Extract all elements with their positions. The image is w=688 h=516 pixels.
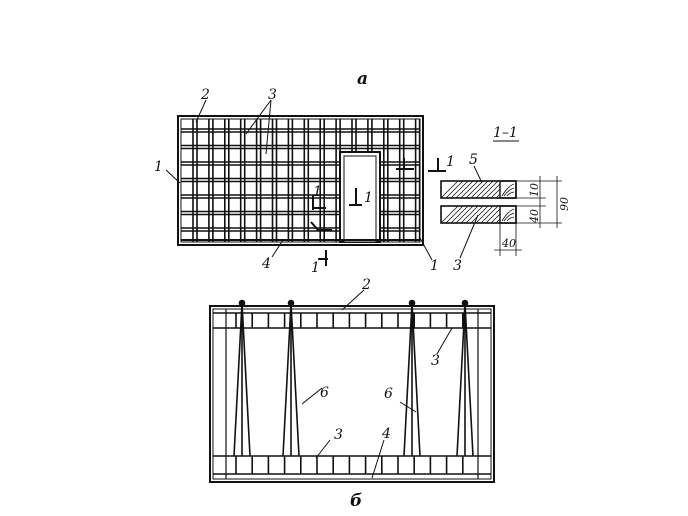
brace-strut	[241, 302, 251, 457]
hatch-line	[485, 183, 501, 199]
callout-4-b: 4	[381, 426, 391, 442]
callout-4: 4	[261, 256, 271, 272]
hatch-line	[455, 205, 474, 224]
callout-3-section: 3	[453, 258, 462, 274]
panel-b	[209, 289, 495, 483]
callout-5: 5	[469, 152, 478, 168]
hatch-line	[490, 213, 501, 224]
hatch-line	[475, 205, 494, 224]
cut-label-bottom: 1	[311, 260, 320, 276]
hatch-line	[440, 205, 459, 224]
brace-strut	[282, 302, 292, 457]
hatch-line	[465, 205, 484, 224]
hatch-line	[490, 188, 501, 199]
hatch-line	[460, 180, 479, 199]
hatch-line	[470, 205, 489, 224]
section-title: 1–1	[493, 125, 518, 141]
panel-a-caption: а	[357, 69, 368, 89]
callout-2-b: 2	[361, 277, 371, 293]
dim-40-horizontal: 40	[501, 237, 516, 250]
brace-pin	[287, 299, 295, 307]
cut-label-left: 1	[313, 184, 322, 200]
callout-3: 3	[268, 87, 277, 103]
brace-strut	[233, 302, 243, 457]
hatch-line	[440, 180, 459, 199]
brace-pin	[408, 299, 416, 307]
hatch-line	[460, 205, 479, 224]
hatch-line	[475, 180, 494, 199]
callout-6-b-right: 6	[384, 386, 393, 402]
dim-10: 10	[528, 183, 541, 197]
hatch-line	[470, 180, 489, 199]
brace-strut	[290, 302, 300, 457]
dim-40-vertical: 40	[528, 209, 541, 224]
leaders-panel-a	[165, 99, 433, 261]
hatch-line	[455, 180, 474, 199]
callout-1-bottom: 1	[430, 258, 439, 274]
hatch-line	[445, 205, 464, 224]
callout-3-b-bottom: 3	[334, 427, 343, 443]
hatch-line	[480, 205, 499, 224]
panel-a	[177, 115, 424, 246]
section-1-1	[440, 140, 562, 259]
brace-strut	[456, 302, 466, 457]
hatch-line	[450, 205, 469, 224]
brace-strut	[411, 302, 421, 457]
brace-pin	[461, 299, 469, 307]
dim-90: 90	[558, 197, 571, 211]
callout-3-b-right: 3	[431, 353, 440, 369]
callout-1-left: 1	[154, 159, 163, 175]
hatch-line	[465, 180, 484, 199]
callout-2: 2	[200, 87, 210, 103]
panel-b-caption: б	[350, 491, 362, 511]
brace-pin	[238, 299, 246, 307]
brace-strut	[464, 302, 474, 457]
hatch-line	[445, 180, 464, 199]
hatch-line	[485, 208, 501, 224]
cut-label-door: 1	[364, 190, 373, 206]
callout-6-b-left: 6	[320, 385, 329, 401]
hatch-line	[480, 180, 499, 199]
brace-strut	[403, 302, 413, 457]
cut-label-right: 1	[446, 154, 455, 170]
hatch-line	[450, 180, 469, 199]
section-cut-markers	[310, 158, 446, 266]
grid-panel-a	[181, 119, 421, 242]
